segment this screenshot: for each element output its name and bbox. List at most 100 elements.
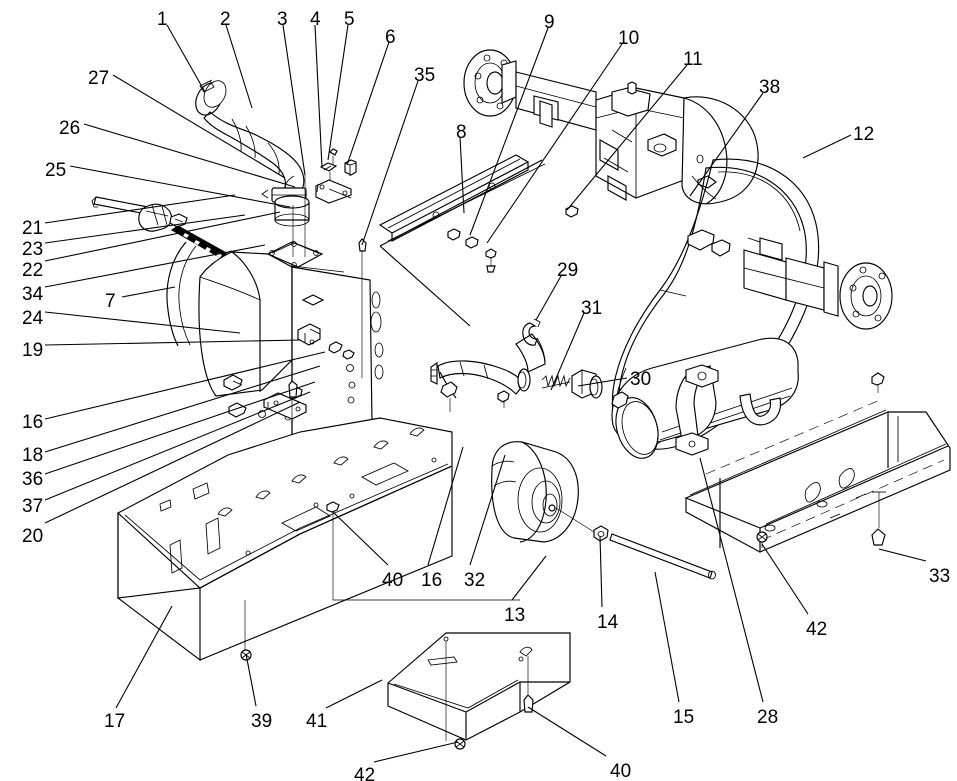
transaxle-engine-assembly	[463, 49, 893, 453]
callout-number-41: 41	[306, 711, 328, 732]
leader-line-3	[282, 24, 306, 176]
leader-line-14	[599, 535, 603, 608]
callout-number-34: 34	[22, 284, 44, 305]
callout-number-8: 8	[456, 122, 467, 143]
leader-line-26	[83, 123, 296, 188]
leader-line-11	[566, 64, 688, 211]
callout-number-35: 35	[414, 65, 436, 86]
frame-pan	[117, 417, 520, 662]
callout-number-2: 2	[220, 9, 231, 30]
leader-line-34	[44, 244, 266, 288]
leader-line-13	[511, 555, 547, 601]
leader-line-38	[689, 92, 764, 197]
leader-line-28	[699, 457, 764, 703]
callout-number-42: 42	[806, 619, 828, 640]
leader-line-6	[346, 41, 390, 166]
callout-number-17: 17	[104, 711, 126, 732]
leader-line-31	[550, 312, 585, 391]
callout-number-16: 16	[421, 570, 443, 591]
leader-line-35	[361, 80, 419, 246]
leader-line-16	[44, 351, 326, 420]
frame-rail-8	[378, 154, 579, 327]
muffler	[611, 337, 799, 459]
leader-line-2	[225, 24, 253, 109]
coolant-hose-assembly	[430, 318, 603, 412]
callout-number-36: 36	[22, 469, 44, 490]
leader-line-21	[44, 194, 236, 224]
leader-line-18	[44, 365, 321, 453]
callout-number-38: 38	[759, 77, 781, 98]
leader-line-20	[44, 401, 301, 524]
callout-number-40: 40	[610, 761, 632, 781]
leader-line-32	[469, 454, 506, 566]
callout-number-28: 28	[757, 707, 779, 728]
callout-number-13: 13	[504, 605, 526, 626]
callout-number-30: 30	[630, 369, 652, 390]
leader-line-24	[44, 311, 241, 334]
leader-line-17	[115, 605, 173, 709]
callout-number-1: 1	[157, 9, 168, 30]
callout-number-25: 25	[45, 160, 67, 181]
leader-line-4	[314, 24, 323, 168]
callout-number-3: 3	[277, 9, 288, 30]
leader-line-7	[121, 286, 176, 298]
callout-number-32: 32	[464, 570, 486, 591]
callout-number-26: 26	[59, 118, 81, 139]
leader-line-40	[332, 511, 389, 566]
leader-line-37	[44, 391, 311, 501]
callout-number-19: 19	[22, 340, 44, 361]
leader-line-33	[878, 548, 927, 562]
callout-number-9: 9	[544, 12, 555, 33]
callout-number-39: 39	[251, 711, 273, 732]
leader-line-16	[427, 446, 464, 566]
leader-line-12	[802, 134, 852, 159]
callout-number-27: 27	[88, 68, 110, 89]
leader-line-42	[761, 543, 809, 615]
callout-number-16: 16	[22, 412, 44, 433]
leader-line-23	[44, 214, 246, 244]
callout-number-7: 7	[105, 291, 116, 312]
leader-line-27	[112, 74, 286, 179]
callout-number-5: 5	[344, 9, 355, 30]
intake-hose-assembly	[195, 79, 357, 268]
leader-line-15	[654, 571, 680, 703]
leader-line-36	[44, 381, 316, 475]
right-side-panel	[684, 372, 951, 553]
lower-frame-fasteners	[223, 374, 307, 515]
leader-line-25	[69, 165, 291, 208]
callout-number-6: 6	[385, 27, 396, 48]
leader-line-29	[535, 275, 562, 321]
fuel-tank	[198, 238, 384, 441]
callout-number-42: 42	[354, 765, 376, 781]
leader-line-9	[469, 27, 549, 236]
callout-number-11: 11	[683, 49, 703, 70]
callout-number-24: 24	[22, 308, 44, 329]
leader-line-39	[245, 653, 257, 707]
callout-number-22: 22	[22, 260, 44, 281]
leader-line-8	[459, 136, 465, 214]
air-cleaner	[491, 441, 716, 580]
callout-number-37: 37	[22, 496, 44, 517]
callout-number-14: 14	[597, 612, 619, 633]
callout-number-23: 23	[22, 239, 44, 260]
callout-number-4: 4	[310, 9, 321, 30]
leader-line-40	[527, 706, 607, 757]
leader-line-30	[577, 377, 628, 387]
leader-line-19	[44, 339, 301, 346]
leader-line-41	[325, 679, 383, 709]
callout-number-18: 18	[22, 445, 44, 466]
guard-plate	[387, 632, 571, 750]
callout-number-20: 20	[22, 526, 44, 547]
callout-number-15: 15	[673, 707, 695, 728]
callout-number-33: 33	[929, 566, 951, 587]
callout-number-29: 29	[557, 260, 579, 281]
leader-line-1	[166, 24, 206, 93]
leader-line-42	[373, 741, 459, 763]
leader-line-10	[486, 43, 623, 244]
callout-number-21: 21	[22, 218, 44, 239]
callout-number-40: 40	[382, 570, 404, 591]
callout-number-10: 10	[618, 28, 640, 49]
